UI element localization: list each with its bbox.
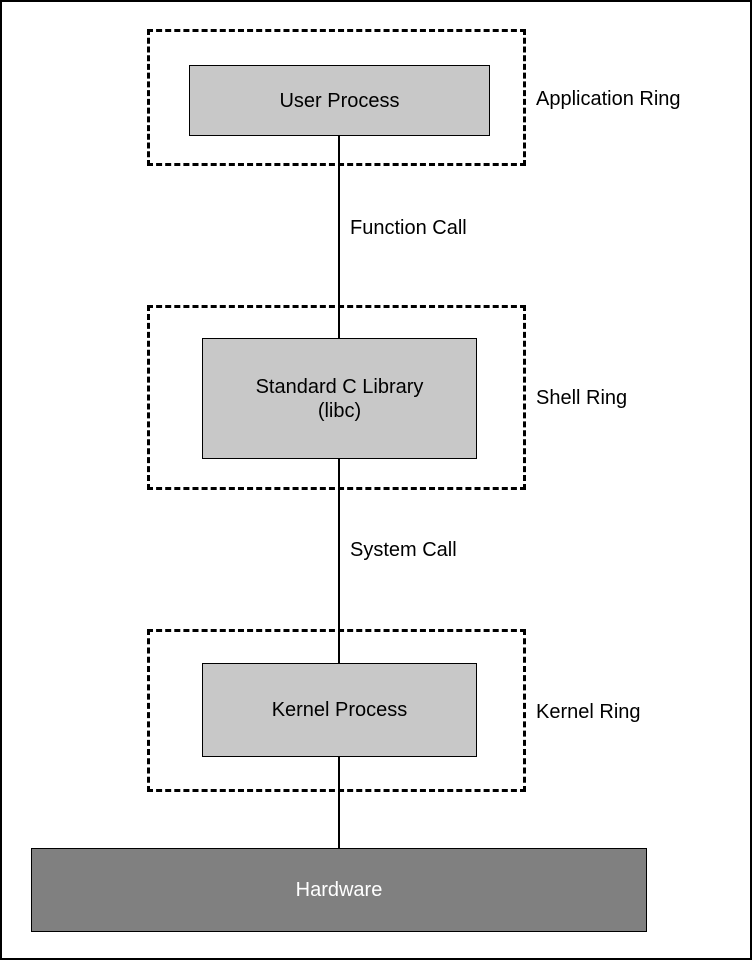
user-process-label: User Process: [279, 89, 400, 112]
hardware-label: Hardware: [295, 879, 383, 901]
kernel-ring-label: Kernel Ring: [536, 701, 641, 723]
kernel-process-box: Kernel Process: [202, 663, 477, 757]
libc-label-line2: (libc): [317, 399, 362, 422]
user-process-box: User Process: [189, 65, 490, 136]
libc-label-line1: Standard C Library: [255, 375, 424, 398]
connector-user-to-libc: [338, 134, 340, 340]
function-call-label: Function Call: [350, 217, 467, 239]
shell-ring-boundary: [147, 305, 526, 490]
hardware-box: Hardware: [31, 848, 647, 932]
system-call-label: System Call: [350, 539, 457, 561]
kernel-ring-boundary: [147, 629, 526, 792]
connector-libc-to-kernel: [338, 458, 340, 665]
application-ring-boundary: [147, 29, 526, 166]
kernel-process-label: Kernel Process: [271, 699, 408, 721]
connector-kernel-to-hardware: [338, 755, 340, 850]
application-ring-label: Application Ring: [536, 88, 681, 110]
libc-box: Standard C Library (libc): [202, 338, 477, 459]
shell-ring-label: Shell Ring: [536, 387, 628, 409]
